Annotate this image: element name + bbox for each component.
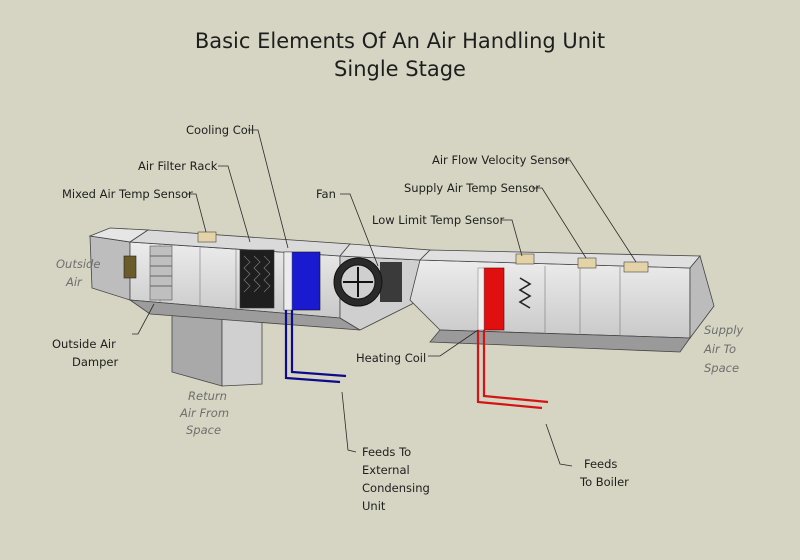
label-supply-air-temp-sensor: Supply Air Temp Sensor	[404, 181, 540, 195]
diagram-subtitle: Single Stage	[334, 57, 466, 81]
label-supply-air-line3: Space	[704, 361, 739, 375]
cooling-coil	[283, 251, 321, 311]
mixed-air-temp-sensor	[197, 231, 217, 243]
label-outside-air-damper-line1: Outside Air	[52, 337, 116, 351]
cooling-pipes	[284, 310, 347, 384]
low-limit-temp-sensor	[515, 253, 535, 265]
label-return-air-line2: Air From	[179, 406, 229, 420]
leader-lines	[132, 129, 637, 467]
label-supply-air-line1: Supply	[704, 323, 743, 337]
label-low-limit-temp-sensor: Low Limit Temp Sensor	[372, 213, 504, 227]
label-mixed-air-temp-sensor: Mixed Air Temp Sensor	[62, 187, 193, 201]
label-air-flow-velocity-sensor: Air Flow Velocity Sensor	[432, 153, 570, 167]
label-outside-air-damper-line2: Damper	[72, 355, 118, 369]
label-feeds-boiler-line2: To Boiler	[579, 475, 629, 489]
low-limit-sensor-element	[518, 277, 532, 309]
label-fan: Fan	[316, 187, 336, 201]
air-flow-velocity-sensor	[623, 261, 649, 273]
label-return-air-line3: Space	[186, 423, 221, 437]
label-feeds-boiler-line1: Feeds	[584, 457, 617, 471]
supply-air-temp-sensor	[577, 257, 597, 269]
label-feeds-condensing-line1: Feeds To	[362, 445, 411, 459]
outside-air-damper	[123, 245, 173, 301]
label-return-air-line1: Return	[188, 389, 227, 403]
diagram-title: Basic Elements Of An Air Handling Unit	[195, 29, 605, 53]
label-feeds-condensing-line3: Condensing	[362, 481, 430, 495]
label-outside-air-line2: Air	[65, 275, 83, 289]
label-feeds-condensing-line4: Unit	[362, 499, 386, 513]
air-filter-rack	[239, 249, 275, 309]
label-feeds-condensing-line2: External	[362, 463, 410, 477]
heating-coil	[477, 267, 505, 331]
heating-pipes	[476, 330, 549, 410]
label-heating-coil: Heating Coil	[356, 351, 426, 365]
outside-air-hood	[88, 227, 150, 301]
main-duct-right	[409, 249, 715, 353]
label-supply-air-line2: Air To	[703, 342, 736, 356]
label-air-filter-rack: Air Filter Rack	[138, 159, 218, 173]
fan	[333, 257, 402, 307]
label-cooling-coil: Cooling Coil	[186, 123, 254, 137]
label-outside-air-line1: Outside	[56, 257, 100, 271]
damper-actuator	[123, 255, 137, 279]
